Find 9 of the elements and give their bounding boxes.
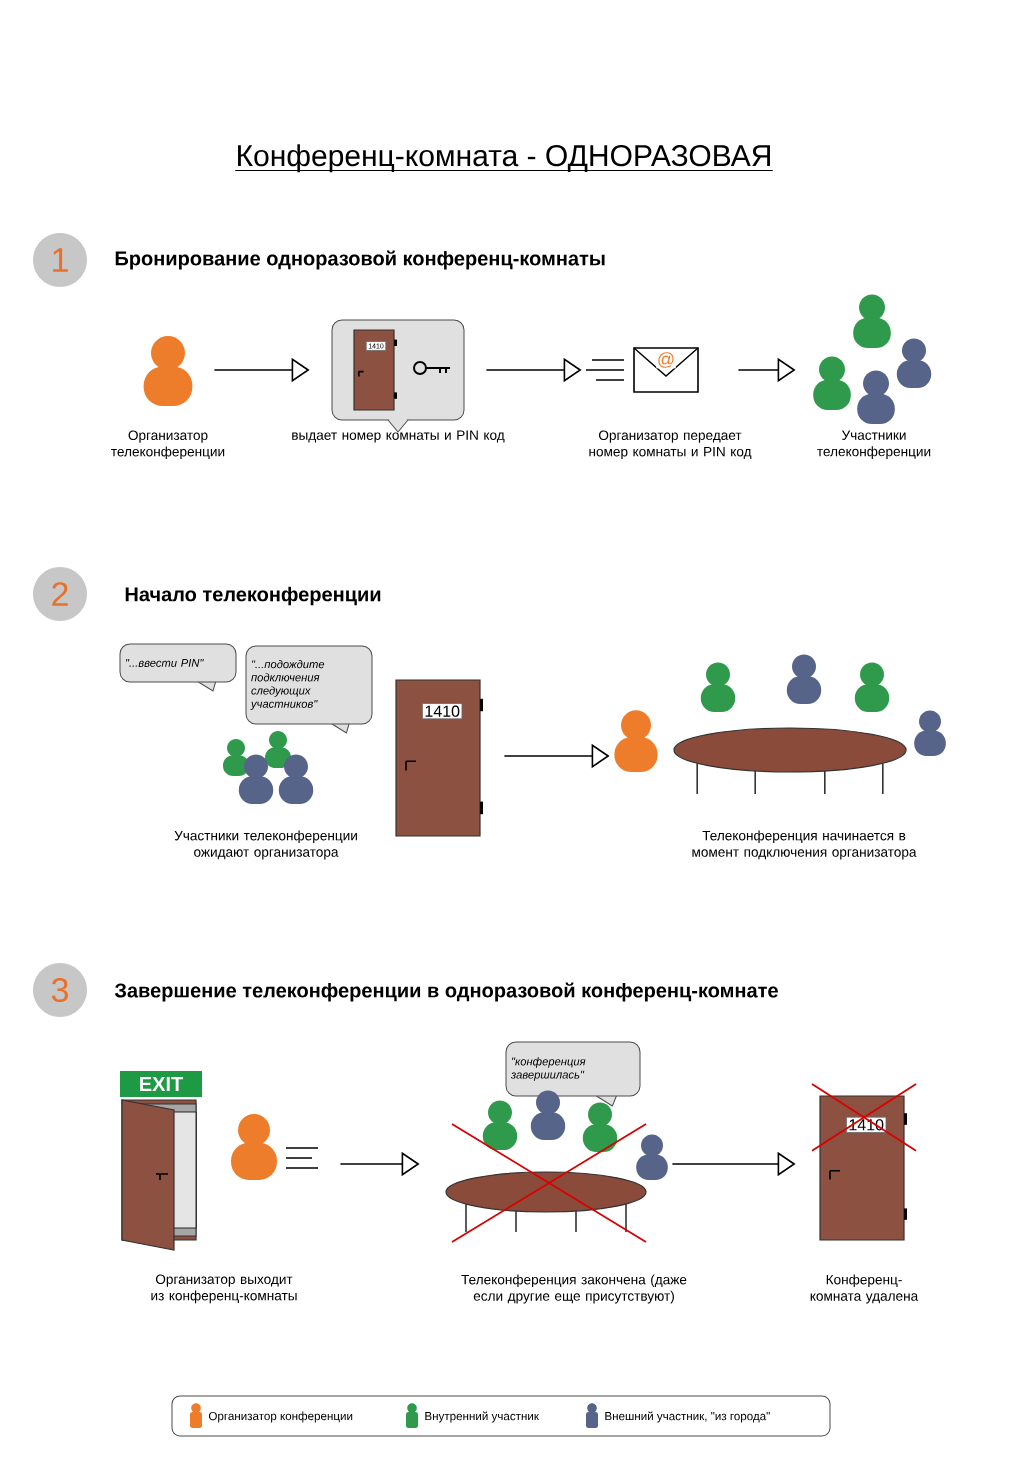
exit-door-drawing: EXIT (120, 1071, 319, 1251)
section-heading: Начало телеконференции (125, 586, 381, 606)
step-number-badge: 2 (33, 567, 87, 621)
section-heading: Завершение телеконференции в одноразовой конференц-комнате (114, 982, 778, 1002)
section-heading: Бронирование одноразовой конференц-комнаты (115, 250, 605, 270)
title: Конференц-комната - ОДНОРАЗОВАЯ (238, 144, 770, 173)
step-number-badge: 1 (33, 233, 87, 287)
envelope-drawing: @ (585, 347, 699, 393)
step-number-badge: 3 (33, 963, 87, 1017)
